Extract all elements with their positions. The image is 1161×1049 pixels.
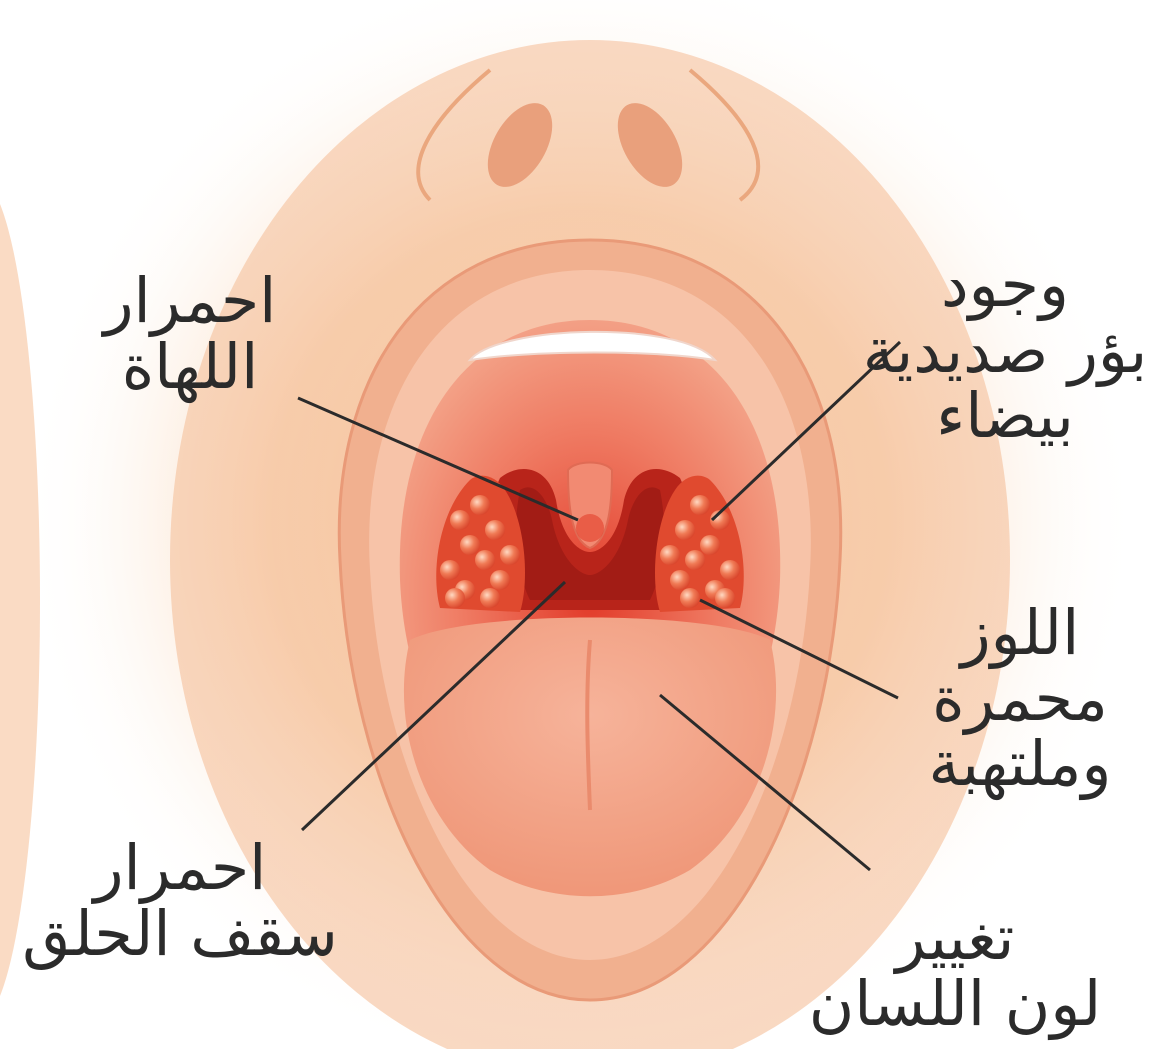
pus-spot bbox=[475, 550, 495, 570]
pus-spot bbox=[715, 588, 735, 608]
label-tongue-color: تغيير لون اللسان bbox=[790, 905, 1120, 1036]
pus-spot bbox=[680, 588, 700, 608]
pus-spot bbox=[450, 510, 470, 530]
label-line: بيضاء bbox=[855, 383, 1155, 449]
label-line: محمرة bbox=[900, 666, 1140, 732]
pus-spot bbox=[445, 588, 465, 608]
label-line: لون اللسان bbox=[790, 971, 1120, 1037]
label-line: اللهاة bbox=[100, 334, 280, 400]
pus-spot bbox=[440, 560, 460, 580]
pus-spot bbox=[700, 535, 720, 555]
pus-spot bbox=[490, 570, 510, 590]
pus-spot bbox=[720, 560, 740, 580]
label-tonsils-inflamed: اللوز محمرة وملتهبة bbox=[900, 600, 1140, 797]
label-throat-redness: احمرار سقف الحلق bbox=[10, 835, 350, 966]
pus-spot bbox=[670, 570, 690, 590]
label-line: بؤر صديدية bbox=[855, 318, 1155, 384]
pus-spot bbox=[685, 550, 705, 570]
label-uvula-redness: احمرار اللهاة bbox=[100, 268, 280, 399]
uvula-redness bbox=[576, 514, 604, 542]
label-line: احمرار bbox=[10, 835, 350, 901]
pus-spot bbox=[660, 545, 680, 565]
pus-spot bbox=[690, 495, 710, 515]
pus-spot bbox=[470, 495, 490, 515]
pus-spot bbox=[480, 588, 500, 608]
pus-spot bbox=[460, 535, 480, 555]
pus-spot bbox=[500, 545, 520, 565]
label-line: وجود bbox=[855, 252, 1155, 318]
label-pus-spots: وجود بؤر صديدية بيضاء bbox=[855, 252, 1155, 449]
pus-spot bbox=[675, 520, 695, 540]
label-line: سقف الحلق bbox=[10, 901, 350, 967]
label-line: اللوز bbox=[900, 600, 1140, 666]
label-line: احمرار bbox=[100, 268, 280, 334]
label-line: وملتهبة bbox=[900, 731, 1140, 797]
pus-spot bbox=[485, 520, 505, 540]
label-line: تغيير bbox=[790, 905, 1120, 971]
